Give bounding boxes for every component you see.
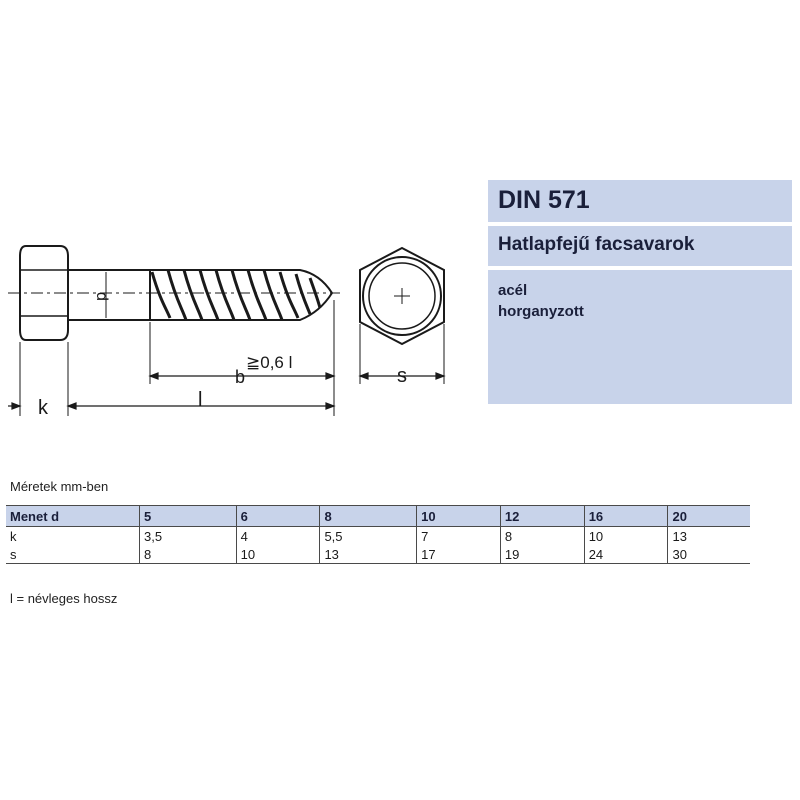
table-row: s 8 10 13 17 19 24 30	[6, 545, 750, 564]
table-cell: 10	[583, 526, 668, 545]
dim-label-k: k	[38, 397, 49, 419]
table-header-cell: 12	[499, 505, 585, 527]
table-cell: 8	[139, 545, 237, 564]
table-cell: 7	[416, 526, 501, 545]
table-cell: 10	[235, 545, 320, 564]
table-cell: 13	[319, 545, 417, 564]
dim-label-l: l	[198, 389, 202, 411]
table-cell: 8	[499, 526, 585, 545]
standard-title-box: DIN 571	[488, 180, 792, 222]
bearing-circle	[362, 256, 442, 336]
table-cell: 24	[583, 545, 668, 564]
material-line-2: horganyzott	[498, 303, 584, 320]
dim-label-b: b	[235, 367, 245, 387]
units-caption: Méretek mm-ben	[10, 479, 109, 494]
dim-label-d: d	[93, 292, 110, 301]
table-cell: 13	[667, 526, 750, 545]
table-header-cell: 6	[235, 505, 320, 527]
table-header-cell: 16	[583, 505, 668, 527]
material-box: acél horganyzott	[488, 270, 792, 404]
table-cell: 5,5	[319, 526, 417, 545]
table-row: k 3,5 4 5,5 7 8 10 13	[6, 526, 750, 545]
table-cell: 19	[499, 545, 585, 564]
product-title: Hatlapfejű facsavarok	[498, 234, 695, 255]
screw-shank	[67, 269, 151, 321]
table-cell: 17	[416, 545, 501, 564]
table-header-cell: 8	[319, 505, 417, 527]
table-header-cell: 20	[667, 505, 750, 527]
material-line-1: acél	[498, 282, 528, 299]
table-cell: s	[6, 545, 140, 564]
table-cell: 3,5	[139, 526, 237, 545]
hex-head-end-view	[359, 246, 445, 346]
table-header-cell: 10	[416, 505, 501, 527]
dim-label-b-rule: ≧0,6 l	[246, 353, 292, 372]
dim-label-s: s	[397, 365, 407, 387]
table-header-cell: 5	[139, 505, 237, 527]
table-header-row: Menet d 5 6 8 10 12 16 20	[6, 505, 750, 527]
table-cell: 4	[235, 526, 320, 545]
dimensions-table: Menet d 5 6 8 10 12 16 20 k 3,5 4 5,5 7 …	[6, 505, 750, 564]
product-title-box: Hatlapfejű facsavarok	[488, 226, 792, 266]
table-cell: k	[10, 528, 17, 544]
table-header-cell: Menet d	[6, 505, 140, 527]
standard-title: DIN 571	[498, 186, 590, 214]
screw-head	[19, 245, 69, 341]
screw-technical-drawing: k l b ≧0,6 l d s	[8, 245, 446, 419]
footnote: l = névleges hossz	[10, 591, 118, 606]
table-cell: 30	[667, 545, 750, 564]
